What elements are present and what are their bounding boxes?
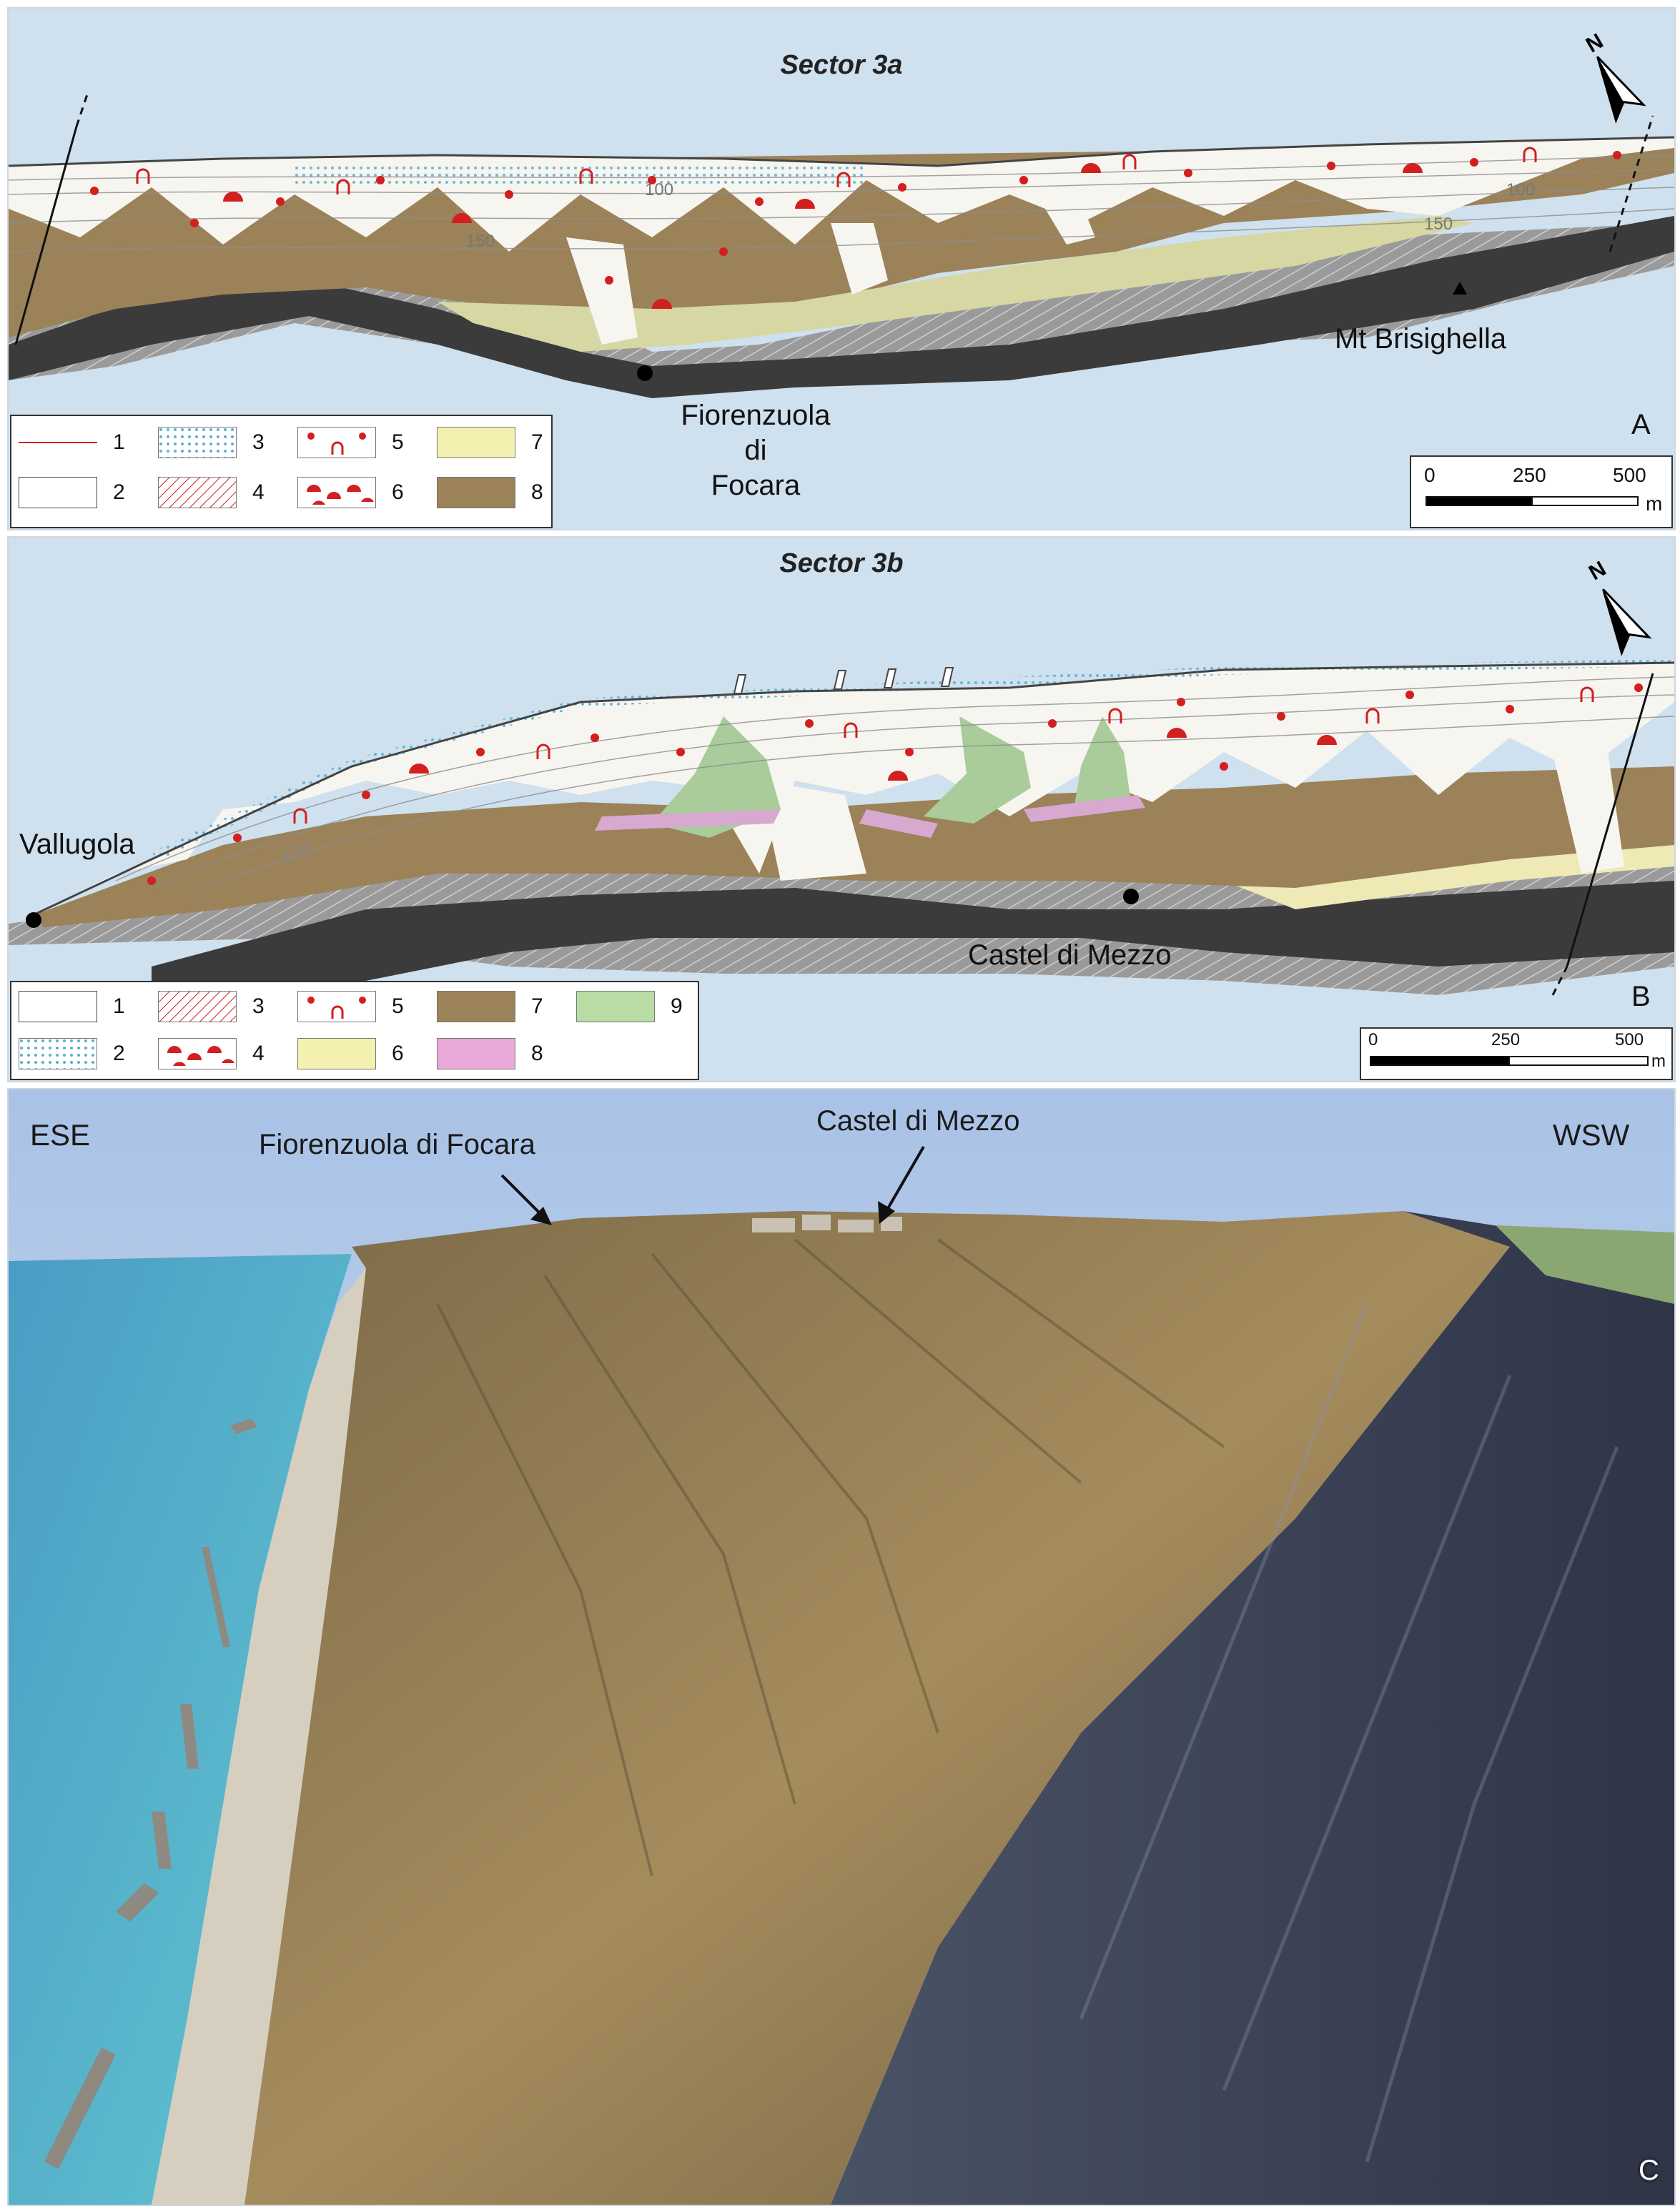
legend-item-a-8: 8 xyxy=(437,477,543,508)
panel-b-scale-bar: 0 250 500 m xyxy=(1360,1027,1673,1080)
contour-label: 150 xyxy=(466,232,495,251)
legend-item-a-5: 5 xyxy=(297,427,404,458)
legend-item-a-3: 3 xyxy=(158,427,265,458)
direction-label-wsw: WSW xyxy=(1553,1118,1630,1152)
legend-item-a-2: 2 xyxy=(19,477,125,508)
panel-b-sector-3b-map: Sector 3b N 125 Vallugola Castel di Mezz… xyxy=(7,536,1676,1082)
panel-b-letter: B xyxy=(1631,981,1651,1012)
legend-item-b-6: 6 xyxy=(297,1038,404,1069)
panel-a-scale-bar: 0 250 500 m xyxy=(1410,455,1673,528)
photo-label-castel-di-mezzo: Castel di Mezzo xyxy=(816,1105,1020,1137)
panel-b-map-drawing xyxy=(9,538,1674,1081)
legend-item-b-3: 3 xyxy=(158,991,265,1022)
panel-b-title: Sector 3b xyxy=(779,548,904,578)
contour-label: 100 xyxy=(1506,180,1536,199)
contour-label: 150 xyxy=(1424,214,1453,234)
legend-item-a-6: 6 xyxy=(297,477,404,508)
aerial-photo-drawing xyxy=(9,1089,1674,2205)
legend-item-a-1: 1 xyxy=(19,430,125,454)
legend-item-a-7: 7 xyxy=(437,427,543,458)
panel-b-legend: 1 2 3 4 5 6 7 8 xyxy=(10,981,699,1080)
place-mt-brisighella: Mt Brisighella xyxy=(1335,323,1507,355)
legend-item-b-9: 9 xyxy=(576,991,683,1022)
legend-item-b-8: 8 xyxy=(437,1038,543,1069)
landslide-symbols-a xyxy=(90,151,1621,309)
place-vallugola: Vallugola xyxy=(19,829,135,860)
panel-c-letter: C xyxy=(1639,2155,1659,2186)
legend-item-b-5: 5 xyxy=(297,991,404,1022)
panel-a-legend: 1 2 3 4 5 6 7 8 xyxy=(10,415,553,528)
legend-item-b-1: 1 xyxy=(19,991,125,1022)
photo-label-fiorenzuola: Fiorenzuola di Focara xyxy=(259,1129,535,1160)
panel-a-letter: A xyxy=(1631,409,1651,440)
direction-label-ese: ESE xyxy=(30,1118,91,1152)
legend-item-b-2: 2 xyxy=(19,1038,125,1069)
contour-label: 100 xyxy=(645,180,674,199)
legend-item-b-7: 7 xyxy=(437,991,543,1022)
place-castel-di-mezzo: Castel di Mezzo xyxy=(968,939,1172,971)
legend-item-a-4: 4 xyxy=(158,477,265,508)
panel-c-aerial-photo: ESE WSW Fiorenzuola di Focara Castel di … xyxy=(7,1088,1676,2206)
legend-item-b-4: 4 xyxy=(158,1038,265,1069)
panel-a-title: Sector 3a xyxy=(780,50,903,80)
